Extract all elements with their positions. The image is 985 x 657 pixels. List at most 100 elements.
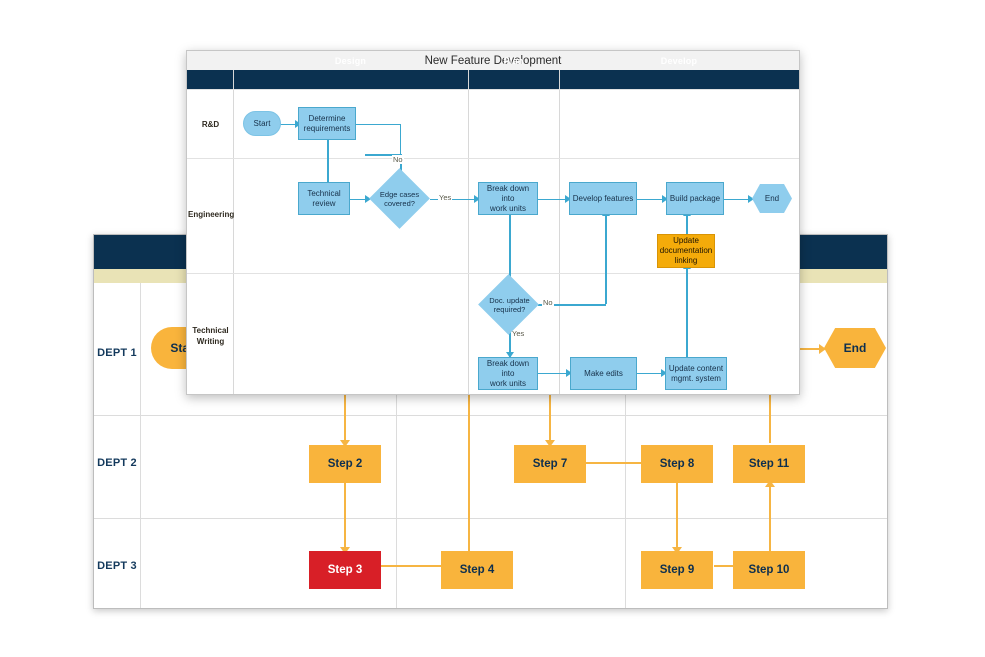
background-connector xyxy=(676,483,678,553)
connector xyxy=(538,198,569,200)
connector xyxy=(637,198,666,200)
connector xyxy=(509,214,511,291)
background-node-step3[interactable]: Step 3 xyxy=(309,551,381,589)
background-connector xyxy=(381,565,466,567)
edge-label-yes-edge-cases: Yes xyxy=(438,193,453,202)
background-arrowhead xyxy=(545,440,555,447)
connector-no-loop xyxy=(538,304,606,306)
background-arrowhead xyxy=(672,547,682,554)
diagram-title: New Feature Development xyxy=(187,51,799,70)
phase-column-divider xyxy=(233,70,234,394)
phase-header-develop[interactable]: Develop xyxy=(660,55,698,66)
decision-edge-cases-covered-label: Edge cases covered? xyxy=(371,186,428,211)
connector xyxy=(327,140,329,192)
edge-label-no-doc-update: No xyxy=(542,298,554,307)
background-node-step2[interactable]: Step 2 xyxy=(309,445,381,483)
node-label-line1: Doc. update xyxy=(489,295,530,305)
decision-doc-update-required-label: Doc. update required? xyxy=(481,292,538,317)
background-column-divider xyxy=(140,283,141,608)
lane-label-engineering: Engineering xyxy=(188,210,235,219)
connector xyxy=(509,318,511,357)
background-connector xyxy=(586,462,666,464)
node-label-line2: work units xyxy=(489,378,526,388)
connector xyxy=(724,198,752,200)
foreground-swimlane-diagram[interactable]: New Feature Development Design Plan Deve… xyxy=(186,50,800,395)
lane-label-technical-writing-line2: Writing xyxy=(196,337,225,346)
connector xyxy=(430,198,478,200)
phase-column-divider xyxy=(559,70,560,394)
lane-row-divider xyxy=(187,158,799,159)
node-label-line2: required? xyxy=(493,304,526,314)
arrowhead xyxy=(565,194,571,203)
phase-column-divider xyxy=(468,70,469,394)
background-arrowhead xyxy=(819,344,826,354)
node-start[interactable]: Start xyxy=(243,111,281,136)
node-technical-review[interactable]: Technical review xyxy=(298,182,350,215)
arrowhead xyxy=(474,194,480,203)
connector-no-loop xyxy=(399,123,401,155)
background-column-divider xyxy=(396,283,397,608)
node-make-edits[interactable]: Make edits xyxy=(570,357,637,390)
background-node-end[interactable]: End xyxy=(824,328,886,368)
node-label-line1: Break down into xyxy=(486,183,530,203)
node-break-down-work-units-engineering[interactable]: Break down into work units xyxy=(478,182,538,215)
connector xyxy=(686,268,688,357)
background-node-step9[interactable]: Step 9 xyxy=(641,551,713,589)
node-update-documentation-linking[interactable]: Update documentation linking xyxy=(657,234,715,268)
background-arrowhead xyxy=(765,480,775,487)
node-update-content-mgmt-system[interactable]: Update content mgmt. system xyxy=(665,357,727,390)
arrowhead xyxy=(566,368,572,377)
connector xyxy=(538,372,570,374)
node-label-line1: Edge cases xyxy=(379,189,420,199)
background-arrowhead xyxy=(340,440,350,447)
background-node-step8[interactable]: Step 8 xyxy=(641,445,713,483)
node-label-line1: Update content xyxy=(668,363,724,373)
node-label-line2: covered? xyxy=(384,198,415,208)
background-arrowhead xyxy=(340,547,350,554)
edge-label-no-edge-cases: No xyxy=(392,155,404,164)
node-determine-requirements[interactable]: Determine requirements xyxy=(298,107,356,140)
node-label-line1: Determine xyxy=(308,113,346,123)
arrowhead xyxy=(661,368,667,377)
connector xyxy=(686,214,688,234)
node-label-line1: Update xyxy=(673,236,699,245)
node-develop-features[interactable]: Develop features xyxy=(569,182,637,215)
lane-row-divider xyxy=(187,273,799,274)
arrowhead xyxy=(662,194,668,203)
background-lane-label-dept2: DEPT 2 xyxy=(97,457,137,469)
phase-header-band xyxy=(187,70,799,89)
background-node-step10[interactable]: Step 10 xyxy=(733,551,805,589)
lane-label-technical-writing-line1: Technical xyxy=(192,326,229,335)
edge-label-yes-doc-update: Yes xyxy=(511,329,526,338)
node-label-line3: linking xyxy=(674,256,698,265)
phase-header-design[interactable]: Design xyxy=(334,55,367,66)
node-build-package[interactable]: Build package xyxy=(666,182,724,215)
node-label-line2: documentation xyxy=(659,246,713,255)
background-lane-label-dept3: DEPT 3 xyxy=(97,560,137,572)
background-connector xyxy=(468,335,470,553)
lane-label-rd: R&D xyxy=(201,120,220,129)
connector xyxy=(637,372,665,374)
background-connector xyxy=(344,483,346,553)
background-connector xyxy=(769,485,771,553)
lane-row-divider xyxy=(187,89,799,90)
background-row-divider xyxy=(94,415,887,416)
node-break-down-work-units-technical-writing[interactable]: Break down into work units xyxy=(478,357,538,390)
background-column-divider xyxy=(625,283,626,608)
background-node-step4[interactable]: Step 4 xyxy=(441,551,513,589)
phase-header-plan[interactable]: Plan xyxy=(503,55,524,66)
background-row-divider xyxy=(94,518,887,519)
background-node-step11[interactable]: Step 11 xyxy=(733,445,805,483)
background-node-step7[interactable]: Step 7 xyxy=(514,445,586,483)
node-label-line2: work units xyxy=(489,203,526,213)
node-label-line2: requirements xyxy=(303,123,351,133)
connector-no-loop xyxy=(605,215,607,304)
node-end[interactable]: End xyxy=(752,184,792,213)
connector-no-loop xyxy=(351,123,401,125)
connector-no-loop xyxy=(365,154,401,156)
node-label-line1: Break down into xyxy=(486,358,530,378)
node-label-line1: Technical xyxy=(307,188,341,198)
connector xyxy=(280,123,298,125)
node-label-line2: mgmt. system xyxy=(671,373,721,383)
